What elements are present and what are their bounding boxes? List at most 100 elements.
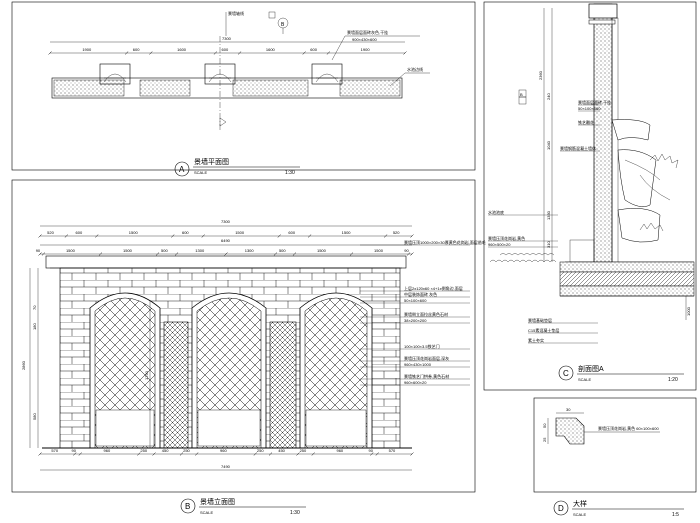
elev-bottom-dim: 90 (72, 448, 77, 453)
plan-segment-dim: 600 (222, 47, 229, 52)
section-note: C15素混凝土垫层 (528, 327, 559, 333)
section-height: 310 (546, 241, 551, 248)
panel-b-badge (180, 498, 196, 514)
panel-a-frame (11, 1, 476, 171)
plan-segment-dim: 1900 (361, 47, 371, 52)
plan-segment-dim: 600 (310, 47, 317, 52)
elev-iron-panel (269, 321, 297, 449)
panel-a-scale-word: SCALE (194, 170, 207, 175)
panel-b-title: 景墙立面图 (200, 497, 235, 506)
section-note: 景墙压顶花岗岩,黄色 (488, 235, 525, 241)
elev-third-dim: 90 (36, 248, 41, 253)
panel-a-title: 景墙平面图 (194, 157, 229, 166)
plan-total-dim: 7300 (222, 36, 232, 41)
elev-left-dim: 70 (32, 305, 37, 310)
elev-note: 景墙侧立面拉丝黄色石材 (404, 311, 448, 317)
elev-bottom-dim: 570 (51, 448, 58, 453)
section-note: 素土夯实 (528, 337, 544, 343)
panel-c-badge-label: C (563, 369, 569, 378)
panel-d-detail: 50 25 30 景墙压顶花岗岩,黄色 60×100×600 D 大样 SCAL… (542, 407, 684, 518)
section-note: 960×500×20 (488, 242, 511, 247)
plan-segment-dim: 1600 (266, 47, 276, 52)
section-height: 1040 (546, 140, 551, 150)
panel-b-scale-word: SCALE (200, 510, 213, 515)
elev-third-dim: 1500 (123, 248, 133, 253)
elev-third-dim: 1500 (317, 248, 327, 253)
elev-bottom-dim: 250 (257, 448, 264, 453)
detail-note: 景墙压顶花岗岩,黄色 60×100×600 (598, 425, 659, 431)
plan-note-1: 景墙面层面砖灰色,干挂 (347, 29, 388, 35)
section-wall (593, 3, 613, 291)
section-ref-label: B (520, 92, 523, 97)
elev-top-dim: 1500 (342, 230, 352, 235)
plan-segment-dim: 1900 (82, 47, 92, 52)
elev-bottom-dim: 450 (162, 448, 169, 453)
panel-d-title: 大样 (573, 499, 587, 508)
section-note: 铁艺雕花 (578, 119, 594, 125)
panel-c-section: 2360 1040 1330 310 240 B 1000 景墙面层面砖,干挂5… (488, 3, 695, 383)
panel-c-badge (558, 365, 574, 381)
panel-d-scale-word: SCALE (573, 512, 586, 517)
plan-note-1b: 900×430×600 (352, 37, 377, 42)
section-height: 240 (546, 93, 551, 100)
panel-c-scale-word: SCALE (578, 377, 591, 382)
panel-a-badge (174, 161, 190, 177)
panel-b-frame (11, 179, 476, 493)
axis-note: 景墙轴线 (228, 10, 244, 16)
elev-top-dim: 600 (288, 230, 295, 235)
elev-bottom-dim: 90 (368, 448, 373, 453)
panel-c-scale: 1:20 (668, 377, 678, 383)
detail-profile (555, 417, 585, 445)
elev-top-dim: 520 (47, 230, 54, 235)
panel-a-badge-label: A (179, 165, 185, 174)
elev-bottom-dim: 960 (336, 448, 343, 453)
plan-pillar (311, 63, 343, 85)
elev-second-total: 6490 (221, 238, 231, 243)
panel-d-badge (553, 500, 569, 516)
fountain-fixture (611, 119, 651, 141)
elev-top-total: 7300 (221, 219, 231, 224)
shrub-symbol (649, 153, 679, 169)
elev-third-dim: 1300 (195, 248, 205, 253)
panel-d-scale: 1:5 (672, 512, 679, 518)
plan-pillar (99, 63, 131, 85)
section-height: 2360 (538, 70, 543, 80)
elev-third-dim: 1500 (374, 248, 384, 253)
elev-note: 100×100×3.5铁艺门 (404, 343, 440, 349)
elev-third-dim: 1500 (66, 248, 76, 253)
elev-note: 50×100×600 (404, 298, 427, 303)
section-side-dim: 1000 (686, 306, 691, 316)
elev-left-dim: 580 (32, 413, 37, 420)
elev-note: 960×600×20 (404, 380, 427, 385)
elev-third-dim: 500 (279, 248, 286, 253)
elev-mid-height: 1790 (144, 370, 149, 380)
elev-note: 上层2x120x60 ×4+1x倒角边,面层 (404, 285, 463, 291)
panel-d-frame (533, 397, 697, 493)
elev-arch-opening (191, 292, 267, 449)
elev-arch-opening (299, 292, 373, 449)
section-note: 50×100×600 (578, 106, 601, 111)
panel-b-scale: 1:30 (290, 510, 300, 516)
section-coping (588, 3, 618, 19)
plan-segment-dim: 600 (133, 47, 140, 52)
panel-c-frame (483, 1, 697, 391)
elev-top-dim: 520 (393, 230, 400, 235)
elev-bottom-dim: 570 (389, 448, 396, 453)
section-note: 景墙基础垫层 (528, 317, 552, 323)
elev-note: 景墙铁艺门拱券,黄色石材 (404, 373, 449, 379)
panel-b-badge-label: B (185, 502, 190, 511)
elev-bottom-dim: 250 (183, 448, 190, 453)
panel-d-badge-label: D (558, 504, 564, 513)
elev-bottom-dim: 250 (140, 448, 147, 453)
elev-note: 中层装饰面砖 灰色 (404, 291, 437, 297)
elev-bottom-total: 7490 (221, 464, 231, 469)
elev-third-dim: 500 (161, 248, 168, 253)
elev-bottom-dim: 450 (278, 448, 285, 453)
elev-top-dim: 600 (182, 230, 189, 235)
elev-coping (45, 255, 407, 269)
elev-top-dim: 1500 (129, 230, 139, 235)
elev-note: 960×430×1000 (404, 362, 432, 367)
